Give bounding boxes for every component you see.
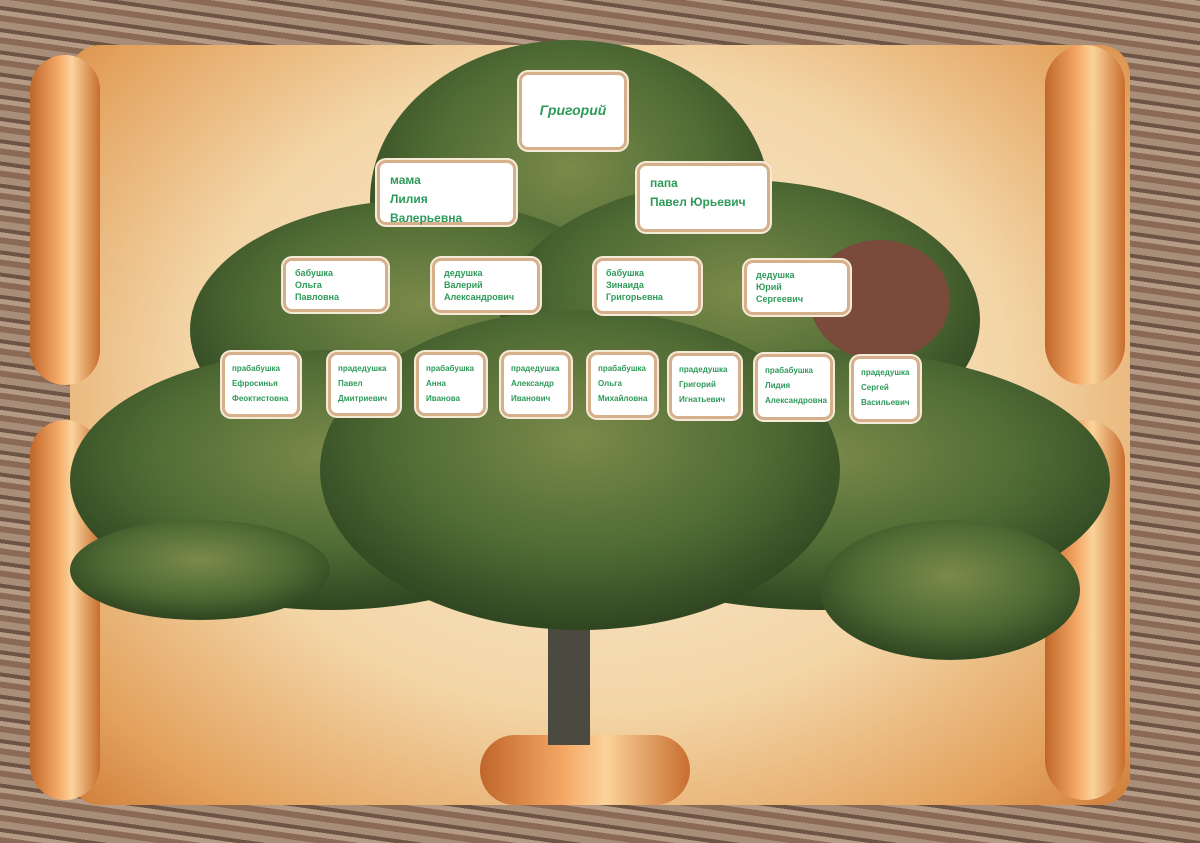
scroll-roll-bottom (480, 735, 690, 805)
person-card-father: папа Павел Юрьевич (637, 163, 770, 232)
person-name-line: Павловна (295, 292, 339, 303)
role-label: прадедушка (679, 365, 728, 374)
role-label: прадедушка (338, 364, 387, 373)
person-name-line: Павел (338, 379, 363, 389)
person-name-line: Григорьевна (606, 292, 663, 303)
role-label: дедушка (444, 268, 483, 278)
person-name-line: Сергеевич (756, 294, 804, 305)
person-card-mother: мама Лилия Валерьевна (377, 160, 516, 225)
role-label: прабабушка (598, 364, 646, 373)
person-name-line: Александр (511, 379, 554, 389)
person-card-child: Григорий (519, 72, 627, 150)
person-name-line: Александровна (765, 396, 827, 406)
person-name-line: Иванович (511, 394, 551, 404)
role-label: прабабушка (765, 366, 813, 375)
person-name-line: Александрович (444, 292, 515, 303)
person-name-line: Дмитриевич (338, 394, 388, 404)
role-label: папа (650, 176, 678, 190)
person-name-line: Ольга (295, 280, 322, 291)
role-label: прадедушка (511, 364, 560, 373)
person-name-line: Зинаида (606, 280, 644, 291)
person-name-line: Ефросинья (232, 379, 278, 389)
person-name: Павел Юрьевич (650, 195, 746, 210)
person-name-line: Михайловна (598, 394, 648, 404)
person-name-line: Григорий (679, 380, 716, 390)
person-name-line: Игнатьевич (679, 395, 726, 405)
person-name-line: Лидия (765, 381, 791, 391)
person-name-line: Ольга (598, 379, 622, 389)
role-label: прабабушка (426, 364, 474, 373)
scroll-roll-left (30, 55, 100, 385)
role-label: бабушка (606, 268, 645, 278)
role-label: мама (390, 173, 421, 187)
person-name-line: Сергей (861, 383, 889, 393)
person-name: Лилия Валерьевна (390, 192, 463, 226)
role-label: бабушка (295, 268, 334, 278)
role-label: дедушка (756, 270, 795, 280)
person-name-line: Валерий (444, 280, 483, 291)
role-label: прадедушка (861, 368, 910, 377)
person-name-line: Юрий (756, 282, 782, 293)
person-name-line: Анна (426, 379, 446, 389)
person-name-line: Иванова (426, 394, 460, 404)
person-name-line: Феоктистовна (232, 394, 289, 404)
scroll-roll-right (1045, 45, 1125, 385)
role-label: прабабушка (232, 364, 280, 373)
child-name: Григорий (539, 102, 607, 119)
person-name-line: Васильевич (861, 398, 910, 408)
